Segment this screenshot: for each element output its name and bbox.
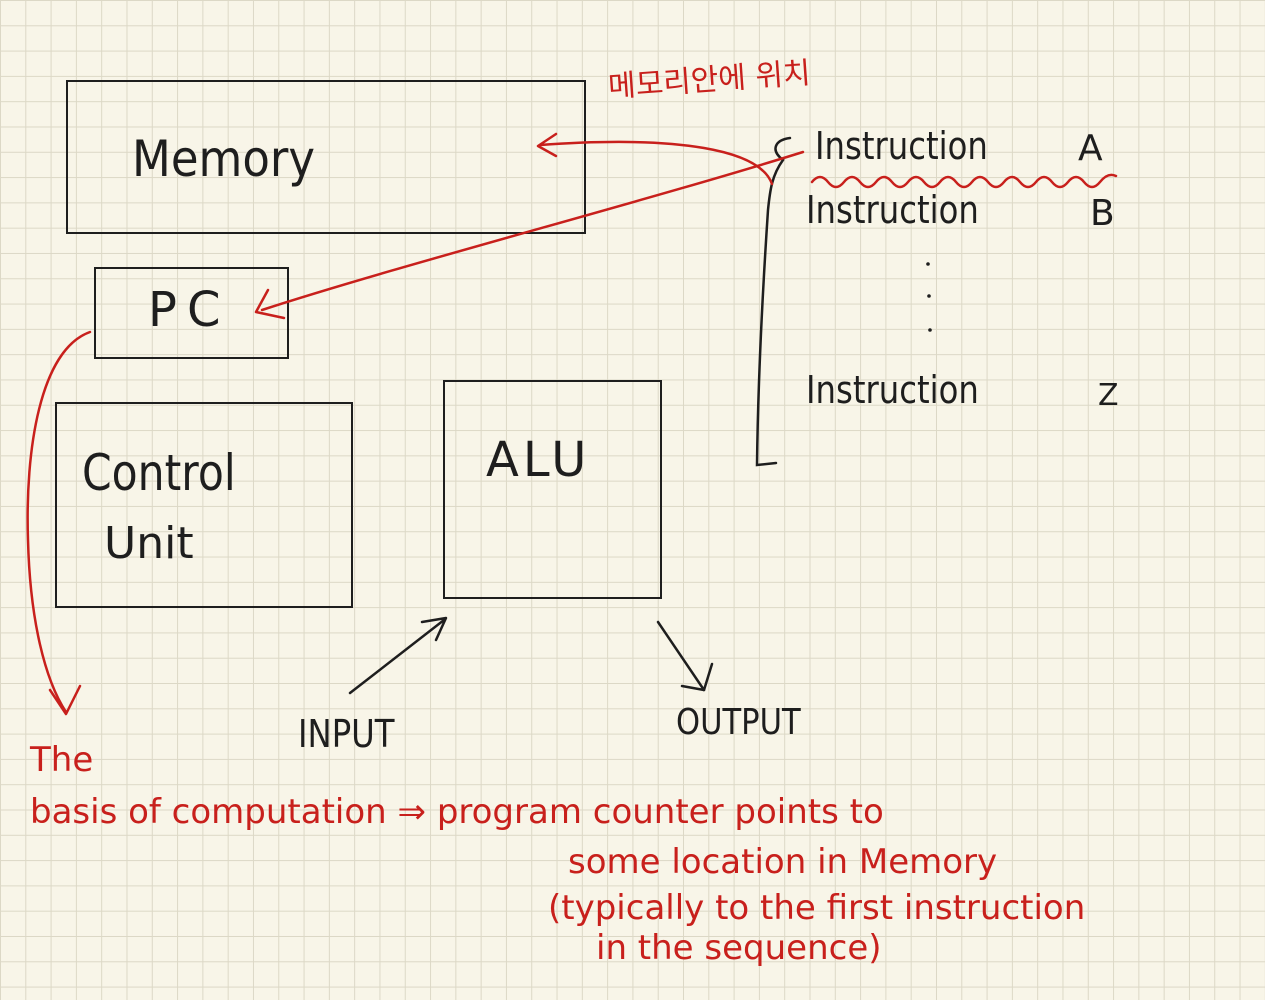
instruction-a-label: Instruction xyxy=(815,124,988,168)
instruction-z-suffix: Z xyxy=(1098,378,1119,413)
memory-label: Memory xyxy=(132,130,316,188)
instruction-brace xyxy=(755,136,792,467)
output-arrow xyxy=(656,620,706,692)
ellipsis-dot-3 xyxy=(928,328,932,332)
instruction-z-label: Instruction xyxy=(806,368,979,412)
ellipsis-dot-2 xyxy=(927,294,931,298)
alu-box xyxy=(443,380,662,599)
instruction-to-pc-arrow xyxy=(260,150,805,312)
memory-box xyxy=(66,80,586,234)
input-arrowhead xyxy=(420,616,448,642)
instruction-b-label: Instruction xyxy=(806,188,979,232)
instruction-to-memory-arrow xyxy=(538,140,774,186)
pc-label: PC xyxy=(148,282,231,338)
pc-to-note-arrow xyxy=(26,330,92,714)
instruction-a-underline xyxy=(810,173,1118,189)
note-line-3: some location in Memory xyxy=(568,842,998,882)
note-line-1: The xyxy=(30,740,94,780)
alu-label: ALU xyxy=(486,432,591,488)
ellipsis-dot-1 xyxy=(926,262,930,266)
instruction-to-pc-arrowhead xyxy=(254,288,286,320)
instruction-b-suffix: B xyxy=(1090,193,1115,234)
note-line-2: basis of computation ⇒ program counter p… xyxy=(30,792,884,832)
note-line-4: (typically to the first instruction xyxy=(548,888,1086,928)
output-label: OUTPUT xyxy=(676,702,801,743)
pc-to-note-arrowhead xyxy=(48,684,82,716)
control-unit-label-line2: Unit xyxy=(104,518,194,569)
input-label: INPUT xyxy=(298,712,395,756)
pc-box xyxy=(94,267,289,359)
output-arrowhead xyxy=(680,662,714,692)
instruction-a-suffix: A xyxy=(1078,128,1103,169)
input-arrow xyxy=(348,618,446,695)
note-line-5: in the sequence) xyxy=(596,928,882,968)
control-unit-box xyxy=(55,402,353,608)
instruction-to-memory-arrowhead xyxy=(536,132,558,158)
control-unit-label-line1: Control xyxy=(82,444,236,502)
